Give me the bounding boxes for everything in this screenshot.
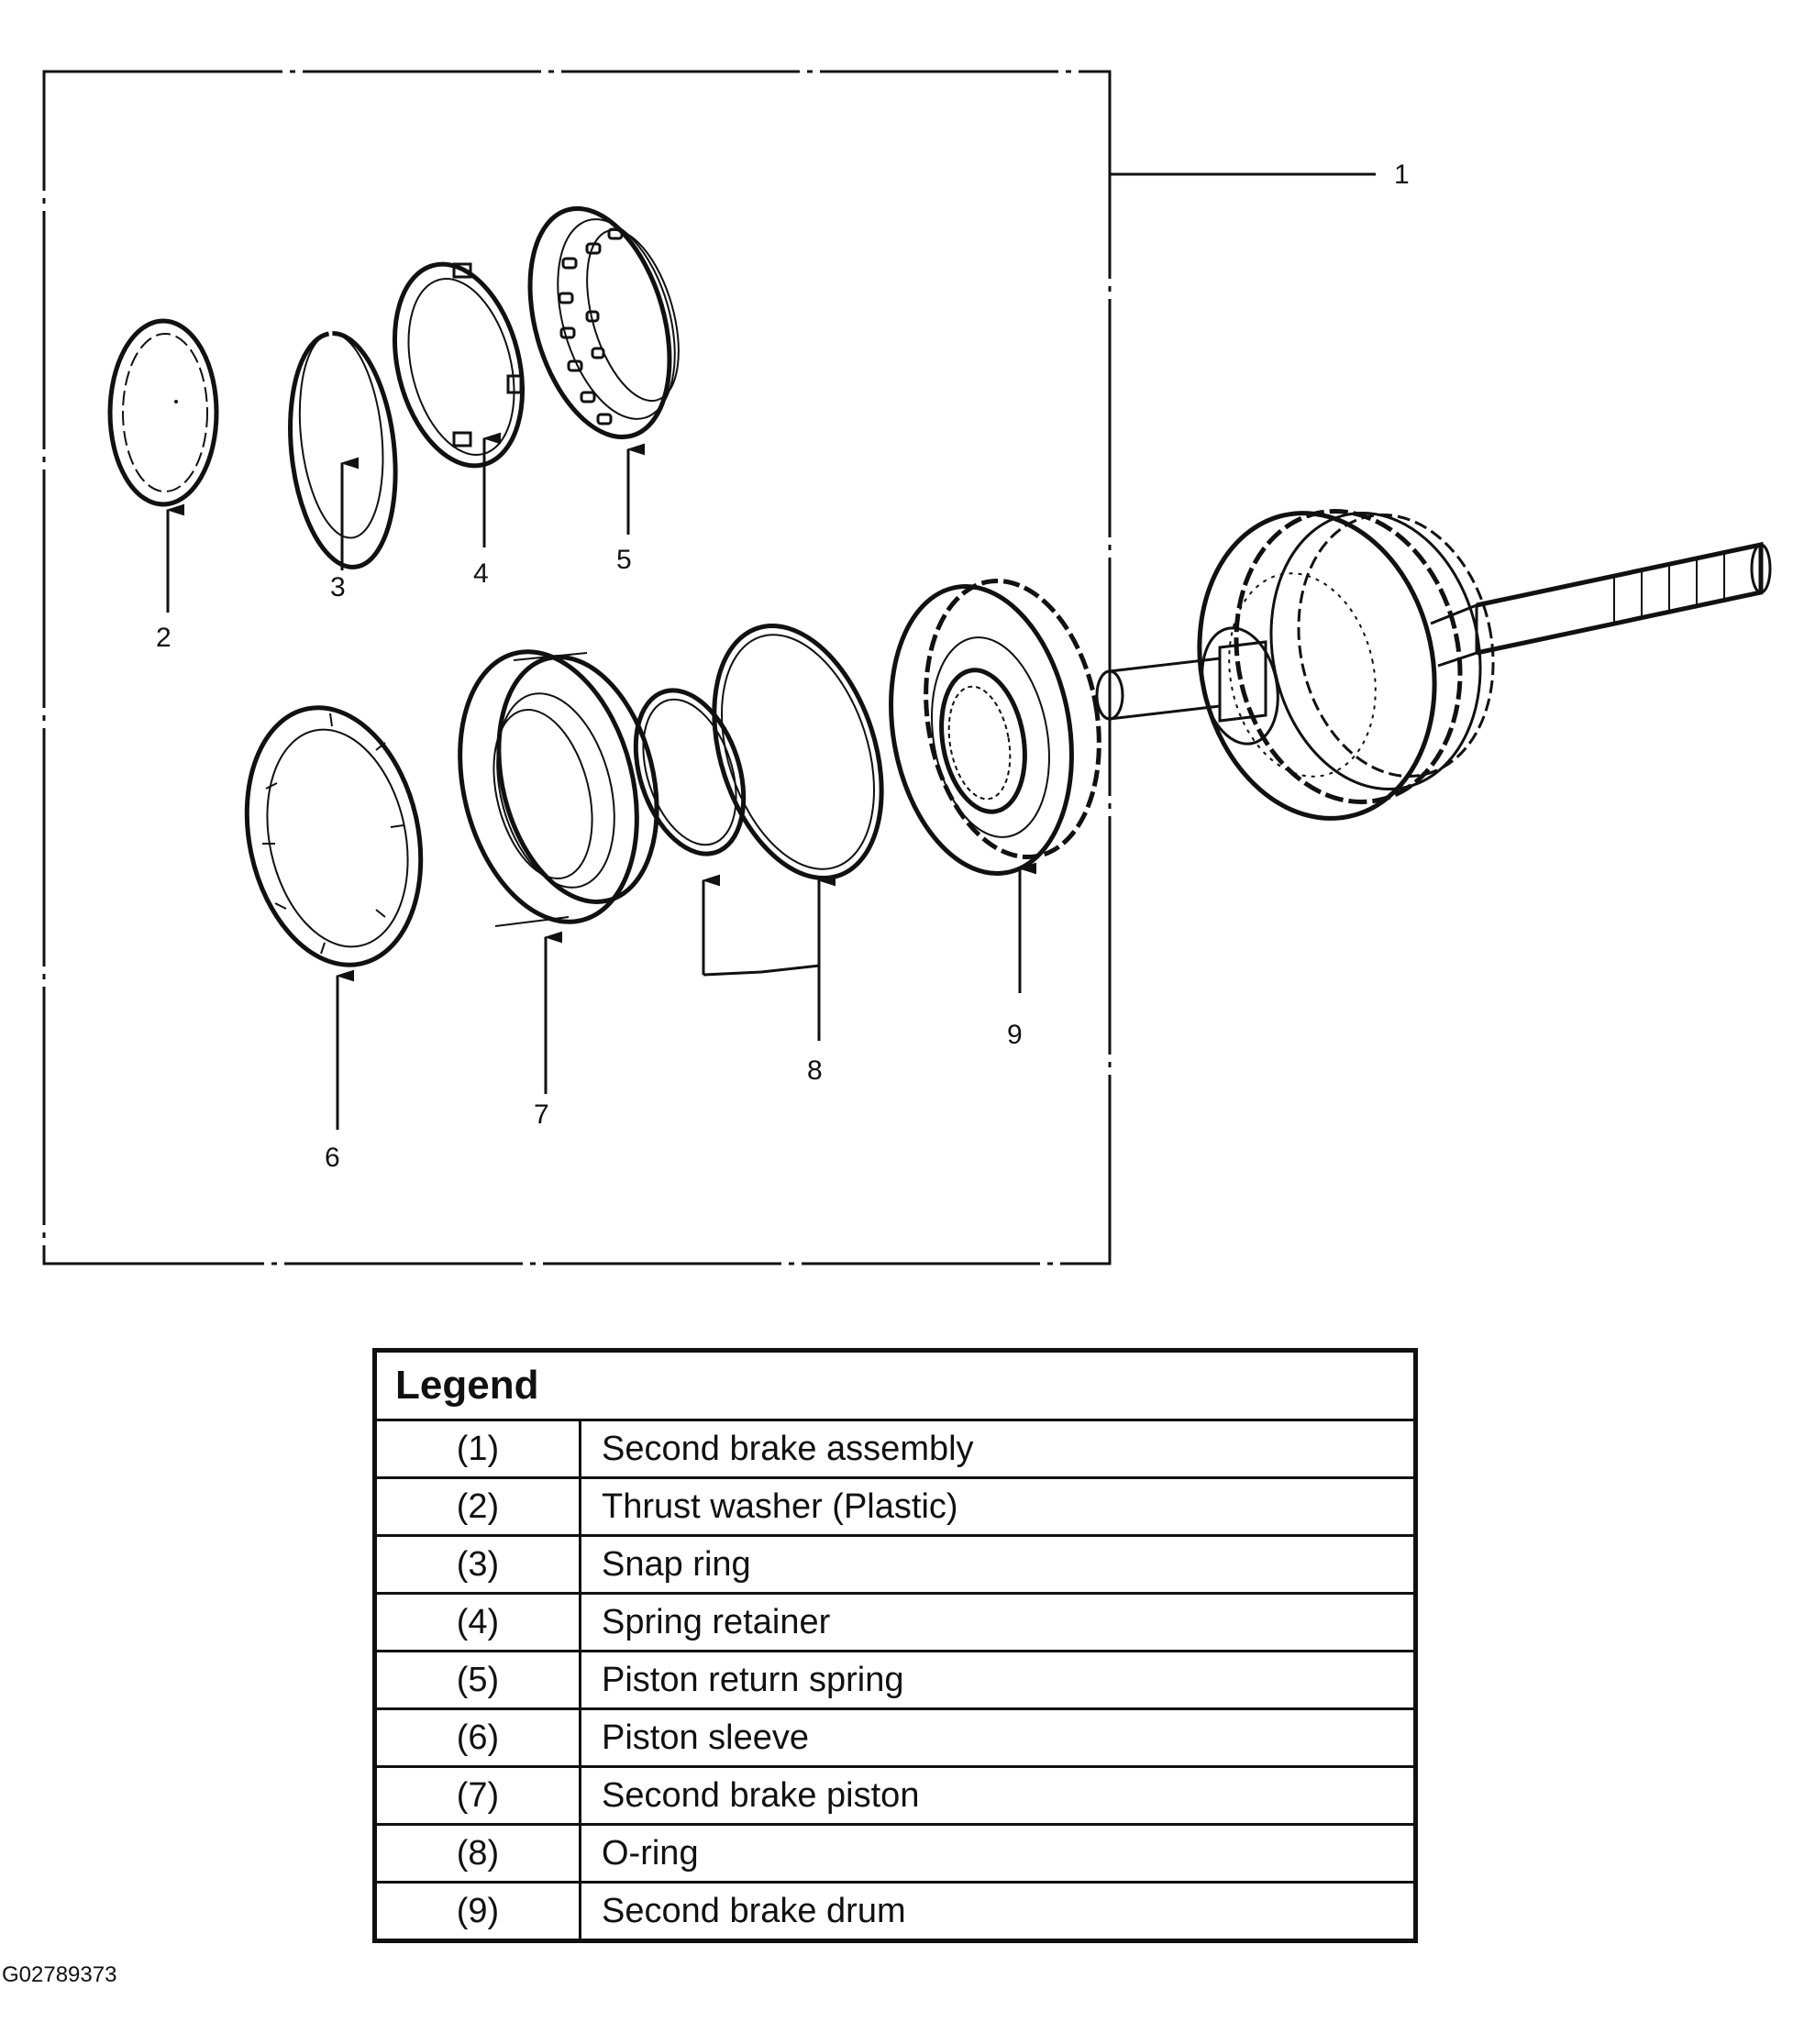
legend-row-label: O-ring bbox=[580, 1823, 1413, 1883]
legend-row: (1) Second brake assembly bbox=[377, 1419, 1413, 1478]
legend-row: (6) Piston sleeve bbox=[377, 1707, 1413, 1767]
callout-8: 8 bbox=[807, 1055, 823, 1086]
legend-table: Legend (1) Second brake assembly (2) Thr… bbox=[372, 1348, 1418, 1943]
legend-row-number: (3) bbox=[377, 1534, 581, 1594]
legend-row-number: (4) bbox=[377, 1592, 581, 1652]
assembly-boundary-box bbox=[42, 70, 1112, 1265]
callout-7: 7 bbox=[534, 1099, 549, 1130]
legend-row-number: (5) bbox=[377, 1650, 581, 1709]
part-piston-sleeve bbox=[244, 705, 424, 967]
part-thrust-washer bbox=[107, 318, 219, 507]
callout-6: 6 bbox=[325, 1143, 340, 1173]
legend-row: (2) Thrust washer (Plastic) bbox=[377, 1476, 1413, 1536]
callout-5: 5 bbox=[616, 545, 632, 575]
part-second-brake-drum bbox=[889, 578, 1101, 876]
part-o-rings bbox=[633, 623, 884, 881]
legend-row-number: (7) bbox=[377, 1765, 581, 1825]
callout-4: 4 bbox=[473, 558, 489, 589]
callout-9: 9 bbox=[1007, 1020, 1023, 1050]
callout-2: 2 bbox=[156, 623, 172, 653]
exploded-diagram: 1 2 3 4 bbox=[42, 70, 1772, 1265]
legend-row-label: Piston return spring bbox=[580, 1650, 1413, 1709]
legend-row: (4) Spring retainer bbox=[377, 1592, 1413, 1652]
part-second-brake-piston bbox=[458, 649, 659, 927]
legend-row-label: Thrust washer (Plastic) bbox=[580, 1476, 1413, 1536]
legend-row-label: Second brake piston bbox=[580, 1765, 1413, 1825]
legend-row-number: (9) bbox=[377, 1881, 581, 1939]
output-shaft-assembly bbox=[1095, 509, 1772, 821]
figure-id: G02789373 bbox=[2, 1962, 117, 1987]
leader-line-8 bbox=[703, 964, 821, 1041]
callout-3: 3 bbox=[330, 572, 346, 602]
legend-row-label: Piston sleeve bbox=[580, 1707, 1413, 1767]
legend-row-number: (2) bbox=[377, 1476, 581, 1536]
part-spring-retainer bbox=[392, 261, 526, 469]
legend-title: Legend bbox=[377, 1353, 1413, 1421]
part-piston-return-spring bbox=[527, 205, 680, 440]
legend-row-label: Spring retainer bbox=[580, 1592, 1413, 1652]
legend-row-number: (6) bbox=[377, 1707, 581, 1767]
legend-row: (3) Snap ring bbox=[377, 1534, 1413, 1594]
legend-row: (8) O-ring bbox=[377, 1823, 1413, 1883]
legend-row: (9) Second brake drum bbox=[377, 1881, 1413, 1939]
legend-row-number: (1) bbox=[377, 1419, 581, 1478]
legend-row: (5) Piston return spring bbox=[377, 1650, 1413, 1709]
legend-row-label: Second brake drum bbox=[580, 1881, 1413, 1939]
legend-row-label: Snap ring bbox=[580, 1534, 1413, 1594]
part-snap-ring bbox=[288, 331, 398, 569]
legend-row: (7) Second brake piston bbox=[377, 1765, 1413, 1825]
legend-row-number: (8) bbox=[377, 1823, 581, 1883]
legend-row-label: Second brake assembly bbox=[580, 1419, 1413, 1478]
callout-1: 1 bbox=[1394, 160, 1410, 190]
